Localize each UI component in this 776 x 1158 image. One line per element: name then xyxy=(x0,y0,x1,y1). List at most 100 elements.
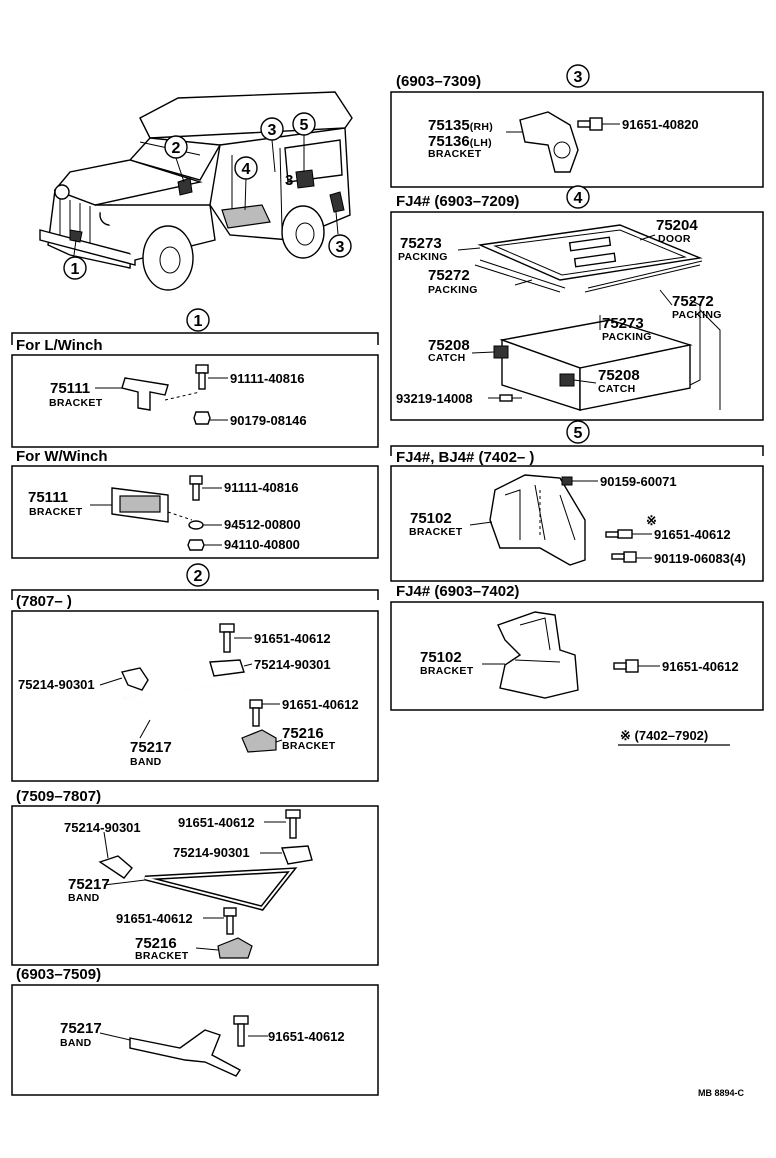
s4-catch1-name: CATCH xyxy=(428,352,465,364)
s2b-range: (7509–7807) xyxy=(16,788,101,805)
s2a-clamp-r-part: 75214-90301 xyxy=(254,657,331,672)
s2c-bolt-part: 91651-40612 xyxy=(268,1029,345,1044)
s5a-bolt3-part: 90119-06083(4) xyxy=(654,551,746,566)
section-3: (6903–7309) 3 75135(RH) 75136(LH) BRACKE… xyxy=(390,64,764,188)
s2c-box xyxy=(11,984,379,1096)
s2a-bolt2-part: 91651-40612 xyxy=(282,697,359,712)
footer-code: MB 8894-C xyxy=(698,1088,745,1098)
s5a-bolt2-part: 91651-40612 xyxy=(654,527,731,542)
svg-text:4: 4 xyxy=(242,161,251,178)
s2a-clamp-l-part: 75214-90301 xyxy=(18,677,95,692)
s3-bracket-name: BRACKET xyxy=(428,148,482,160)
w-winch-bracket-name: BRACKET xyxy=(29,506,83,518)
w-winch-nut-part: 94110-40800 xyxy=(224,537,300,552)
s5b-bolt-part: 91651-40612 xyxy=(662,659,739,674)
section-1: 1 For L/Winch 75111 BRACKET 91111-40816 … xyxy=(11,308,379,559)
s4-header: FJ4# (6903–7209) xyxy=(396,193,519,210)
s2b-bracket-name: BRACKET xyxy=(135,950,189,962)
w-winch-washer-part: 94512-00800 xyxy=(224,517,301,532)
s2a-bolt1-part: 91651-40612 xyxy=(254,631,331,646)
w-winch-bracket-part: 75111 xyxy=(28,489,68,506)
section-4: FJ4# (6903–7209) 4 752 xyxy=(390,185,764,421)
s5a-bracket-part: 75102 xyxy=(410,510,452,527)
s5b-box xyxy=(390,601,764,711)
svg-text:2: 2 xyxy=(194,568,203,585)
s4-catch2-name: CATCH xyxy=(598,383,635,395)
s4-packing1-name: PACKING xyxy=(398,251,448,263)
section-1-callout: 1 xyxy=(186,308,210,332)
s4-packing2-name: PACKING xyxy=(428,284,478,296)
section-2: 2 (7807– ) 91651-40612 75214-90301 75214… xyxy=(11,563,379,1096)
s2b-bolt1-part: 91651-40612 xyxy=(178,815,255,830)
section-4-callout: 4 xyxy=(566,185,590,209)
vehicle-illustration: 2 3 5 4 3 1 3 xyxy=(39,91,353,291)
vehicle-callout-4: 4 xyxy=(234,156,258,180)
s4-box xyxy=(390,211,764,421)
svg-text:5: 5 xyxy=(574,425,583,442)
section-2-callout: 2 xyxy=(186,563,210,587)
vehicle-mark: 3 xyxy=(285,172,293,189)
s3-bolt-part: 91651-40820 xyxy=(622,117,699,132)
section-5: 5 FJ4#, BJ4# (7402– ) 90159-60071 75102 … xyxy=(390,420,764,746)
s5a-box xyxy=(390,465,764,582)
s2a-range: (7807– ) xyxy=(16,593,72,610)
s2b-box xyxy=(11,805,379,966)
s5b-bracket-name: BRACKET xyxy=(420,665,474,677)
s3-range: (6903–7309) xyxy=(396,73,481,90)
s5a-bracket-name: BRACKET xyxy=(409,526,463,538)
svg-text:2: 2 xyxy=(172,140,181,157)
s2b-clamp2-part: 75214-90301 xyxy=(173,845,250,860)
vehicle-callout-3-rear: 3 xyxy=(328,234,352,258)
l-winch-header: For L/Winch xyxy=(16,337,103,354)
s5a-bolt1-part: 90159-60071 xyxy=(600,474,677,489)
s2c-range: (6903–7509) xyxy=(16,966,101,983)
s5b-header: FJ4# (6903–7402) xyxy=(396,583,519,600)
svg-text:3: 3 xyxy=(574,69,583,86)
s2a-band-part: 75217 xyxy=(130,739,172,756)
s5a-header: FJ4#, BJ4# (7402– ) xyxy=(396,449,534,466)
s4-packing3-part: 75272 xyxy=(672,293,714,310)
svg-text:5: 5 xyxy=(300,117,309,134)
section-3-callout: 3 xyxy=(566,64,590,88)
svg-text:4: 4 xyxy=(574,190,583,207)
s4-catch1-part: 75208 xyxy=(428,337,470,354)
l-winch-bolt-part: 91111-40816 xyxy=(230,371,304,386)
s2a-bracket-part: 75216 xyxy=(282,725,324,742)
s4-door-name: DOOR xyxy=(658,233,691,245)
s2b-bolt2-part: 91651-40612 xyxy=(116,911,193,926)
s2a-box xyxy=(11,610,379,782)
s5-note: ※ (7402–7902) xyxy=(620,728,708,743)
s2a-band-name: BAND xyxy=(130,756,162,768)
vehicle-callout-3-top: 3 xyxy=(260,117,284,141)
s2b-clamp1-part: 75214-90301 xyxy=(64,820,141,835)
vehicle-callout-5: 5 xyxy=(292,112,316,136)
l-winch-nut-part: 90179-08146 xyxy=(230,413,307,428)
s2a-bracket-name: BRACKET xyxy=(282,740,336,752)
s4-screw-part: 93219-14008 xyxy=(396,391,473,406)
w-winch-box xyxy=(11,465,379,559)
s3-lh-part: 75136(LH) xyxy=(428,133,492,150)
s4-door-part: 75204 xyxy=(656,217,698,234)
s4-catch2-part: 75208 xyxy=(598,367,640,384)
s5a-mark: ※ xyxy=(646,513,657,528)
s2b-band-part: 75217 xyxy=(68,876,110,893)
s2b-band-name: BAND xyxy=(68,892,100,904)
l-winch-bracket-part: 75111 xyxy=(50,380,90,397)
svg-text:1: 1 xyxy=(194,313,203,330)
s4-packing3-name: PACKING xyxy=(672,309,722,321)
s2b-bracket-part: 75216 xyxy=(135,935,177,952)
section-5-callout: 5 xyxy=(566,420,590,444)
s4-packing4-part: 75273 xyxy=(602,315,644,332)
vehicle-callout-1: 1 xyxy=(63,256,87,280)
w-winch-header: For W/Winch xyxy=(16,448,108,465)
s4-packing2-part: 75272 xyxy=(428,267,470,284)
s4-packing4-name: PACKING xyxy=(602,331,652,343)
s3-rh-part: 75135(RH) xyxy=(428,117,493,134)
s4-packing1-part: 75273 xyxy=(400,235,442,252)
s2c-band-part: 75217 xyxy=(60,1020,102,1037)
w-winch-bolt-part: 91111-40816 xyxy=(224,480,298,495)
svg-text:3: 3 xyxy=(336,239,345,256)
l-winch-bracket-name: BRACKET xyxy=(49,397,103,409)
s5b-bracket-part: 75102 xyxy=(420,649,462,666)
